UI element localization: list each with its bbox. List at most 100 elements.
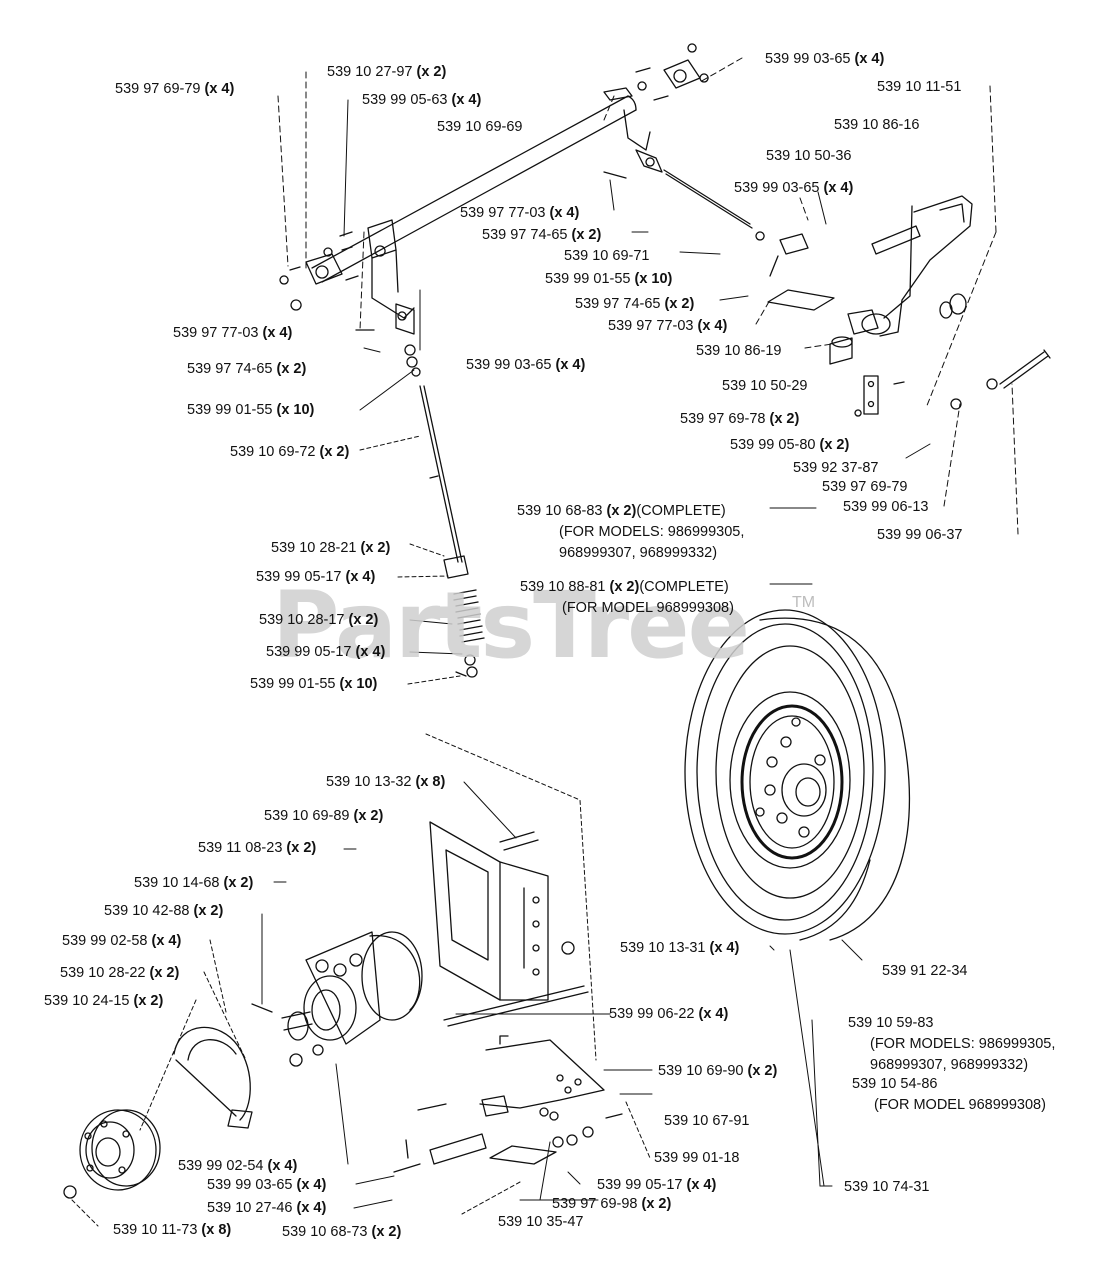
callout-l14[interactable]: 539 97 74-65 (x 2) bbox=[575, 296, 694, 312]
part-quantity: (x 2) bbox=[353, 808, 384, 824]
part-number: 539 97 69-78 bbox=[680, 411, 766, 427]
callout-l17[interactable]: 539 97 77-03 (x 4) bbox=[173, 325, 292, 341]
callout-l54[interactable]: 539 10 68-73 (x 2) bbox=[282, 1224, 401, 1240]
callout-l15[interactable]: 539 97 77-03 (x 4) bbox=[608, 318, 727, 334]
callout-l22[interactable]: 539 97 69-78 (x 2) bbox=[680, 411, 799, 427]
part-number: 539 10 42-88 bbox=[104, 903, 190, 919]
part-number: 539 97 74-65 bbox=[482, 227, 568, 243]
part-number: 539 99 03-65 bbox=[466, 357, 552, 373]
drive-tire bbox=[684, 609, 911, 941]
callout-l40[interactable]: 539 10 28-22 (x 2) bbox=[60, 965, 179, 981]
callout-l32[interactable]: 539 99 05-17 (x 4) bbox=[266, 644, 385, 660]
callout-l51[interactable]: 539 10 27-46 (x 4) bbox=[207, 1200, 326, 1216]
callout-l37[interactable]: 539 10 14-68 (x 2) bbox=[134, 875, 253, 891]
wheel-hub bbox=[63, 1109, 161, 1199]
callout-l38[interactable]: 539 10 42-88 (x 2) bbox=[104, 903, 223, 919]
part-number: 539 99 02-54 bbox=[178, 1158, 264, 1174]
callout-l36[interactable]: 539 11 08-23 (x 2) bbox=[198, 840, 316, 856]
callout-l19[interactable]: 539 99 03-65 (x 4) bbox=[466, 357, 585, 373]
part-quantity: (x 4) bbox=[709, 940, 740, 956]
callout-l12[interactable]: 539 10 69-71 bbox=[564, 248, 649, 264]
part-quantity: (x 4) bbox=[355, 644, 386, 660]
callout-l46[interactable]: 539 10 67-91 bbox=[664, 1113, 749, 1129]
callout-l11[interactable]: 539 97 74-65 (x 2) bbox=[482, 227, 601, 243]
callout-l55[interactable]: 539 10 35-47 bbox=[498, 1214, 583, 1230]
part-quantity: (x 10) bbox=[339, 676, 378, 692]
part-quantity: (x 2) bbox=[606, 503, 637, 519]
callout-l26[interactable]: 539 97 69-79 bbox=[822, 479, 907, 495]
callout-l34[interactable]: 539 10 13-32 (x 8) bbox=[326, 774, 445, 790]
callout-l42[interactable]: 539 10 13-31 (x 4) bbox=[620, 940, 739, 956]
callout-l10[interactable]: 539 97 77-03 (x 4) bbox=[460, 205, 579, 221]
callout-l52[interactable]: 539 97 69-98 (x 2) bbox=[552, 1196, 671, 1212]
part-quantity: (x 4) bbox=[451, 92, 482, 108]
assembly-a1[interactable]: 539 10 68-83 (x 2)(COMPLETE) bbox=[517, 503, 726, 519]
callout-l6[interactable]: 539 10 11-51 bbox=[877, 79, 961, 95]
part-quantity: (x 2) bbox=[664, 296, 695, 312]
callout-l30[interactable]: 539 99 05-17 (x 4) bbox=[256, 569, 375, 585]
callout-l48[interactable]: 539 99 02-54 (x 4) bbox=[178, 1158, 297, 1174]
callout-l27[interactable]: 539 99 06-13 bbox=[843, 499, 928, 515]
part-number: 539 97 69-79 bbox=[822, 479, 908, 495]
part-quantity: (x 2) bbox=[149, 965, 180, 981]
callout-l4[interactable]: 539 10 69-69 bbox=[437, 119, 522, 135]
part-number: 539 10 28-17 bbox=[259, 612, 345, 628]
pivot-bolt bbox=[950, 349, 1051, 410]
part-quantity: (x 2) bbox=[769, 411, 800, 427]
callout-l56[interactable]: 539 10 74-31 bbox=[844, 1179, 929, 1195]
assembly-a2[interactable]: 539 10 88-81 (x 2)(COMPLETE) bbox=[520, 579, 729, 595]
callout-l28[interactable]: 539 99 06-37 bbox=[877, 527, 962, 543]
part-number: 539 10 74-31 bbox=[844, 1179, 930, 1195]
callout-l5[interactable]: 539 99 03-65 (x 4) bbox=[765, 51, 884, 67]
part-number: 539 97 74-65 bbox=[187, 361, 273, 377]
part-quantity: (x 10) bbox=[276, 402, 315, 418]
part-number: 539 10 67-91 bbox=[664, 1113, 750, 1129]
callout-l9[interactable]: 539 99 03-65 (x 4) bbox=[734, 180, 853, 196]
part-number: 539 99 03-65 bbox=[734, 180, 820, 196]
callout-l8[interactable]: 539 10 50-36 bbox=[766, 148, 851, 164]
assembly-note: (FOR MODELS: 986999305, bbox=[559, 524, 745, 540]
callout-l44[interactable]: 539 99 06-22 (x 4) bbox=[609, 1006, 728, 1022]
watermark: PartsTree bbox=[272, 572, 750, 679]
part-number: 539 10 13-31 bbox=[620, 940, 706, 956]
assembly-suffix: (COMPLETE) bbox=[639, 579, 729, 595]
callout-l25[interactable]: 539 92 37-87 bbox=[793, 460, 878, 476]
callout-l1[interactable]: 539 97 69-79 (x 4) bbox=[115, 81, 234, 97]
callout-l18[interactable]: 539 97 74-65 (x 2) bbox=[187, 361, 306, 377]
callout-l7[interactable]: 539 10 86-16 bbox=[834, 117, 919, 133]
pedal-bracket bbox=[854, 375, 905, 417]
part-quantity: (x 2) bbox=[609, 579, 640, 595]
part-number: 539 97 77-03 bbox=[173, 325, 259, 341]
part-number: 539 97 69-98 bbox=[552, 1196, 638, 1212]
callout-l47[interactable]: 539 99 01-18 bbox=[654, 1150, 739, 1166]
callout-l50[interactable]: 539 99 05-17 (x 4) bbox=[597, 1177, 716, 1193]
callout-l2[interactable]: 539 10 27-97 (x 2) bbox=[327, 64, 446, 80]
part-quantity: (x 8) bbox=[415, 774, 446, 790]
assembly-a4[interactable]: 539 10 54-86 bbox=[852, 1076, 937, 1092]
callout-l31[interactable]: 539 10 28-17 (x 2) bbox=[259, 612, 378, 628]
callout-l53[interactable]: 539 10 11-73 (x 8) bbox=[113, 1222, 231, 1238]
callout-l43[interactable]: 539 91 22-34 bbox=[882, 963, 967, 979]
callout-l24[interactable]: 539 10 69-72 (x 2) bbox=[230, 444, 349, 460]
callout-l3[interactable]: 539 99 05-63 (x 4) bbox=[362, 92, 481, 108]
callout-l45[interactable]: 539 10 69-90 (x 2) bbox=[658, 1063, 777, 1079]
callout-l33[interactable]: 539 99 01-55 (x 10) bbox=[250, 676, 377, 692]
callout-l20[interactable]: 539 99 01-55 (x 10) bbox=[187, 402, 314, 418]
control-rod bbox=[355, 329, 469, 579]
assembly-a3[interactable]: 539 10 59-83 bbox=[848, 1015, 933, 1031]
callout-l29[interactable]: 539 10 28-21 (x 2) bbox=[271, 540, 390, 556]
callout-l39[interactable]: 539 99 02-58 (x 4) bbox=[62, 933, 181, 949]
part-number: 539 99 01-55 bbox=[545, 271, 631, 287]
part-quantity: (x 4) bbox=[296, 1177, 327, 1193]
part-quantity: (x 2) bbox=[348, 612, 379, 628]
callout-l16[interactable]: 539 10 86-19 bbox=[696, 343, 781, 359]
callout-l35[interactable]: 539 10 69-89 (x 2) bbox=[264, 808, 383, 824]
callout-l49[interactable]: 539 99 03-65 (x 4) bbox=[207, 1177, 326, 1193]
callout-l41[interactable]: 539 10 24-15 (x 2) bbox=[44, 993, 163, 1009]
part-number: 539 99 06-37 bbox=[877, 527, 963, 543]
callout-l23[interactable]: 539 99 05-80 (x 2) bbox=[730, 437, 849, 453]
part-quantity: (x 4) bbox=[267, 1158, 298, 1174]
callout-l13[interactable]: 539 99 01-55 (x 10) bbox=[545, 271, 672, 287]
callout-l21[interactable]: 539 10 50-29 bbox=[722, 378, 807, 394]
